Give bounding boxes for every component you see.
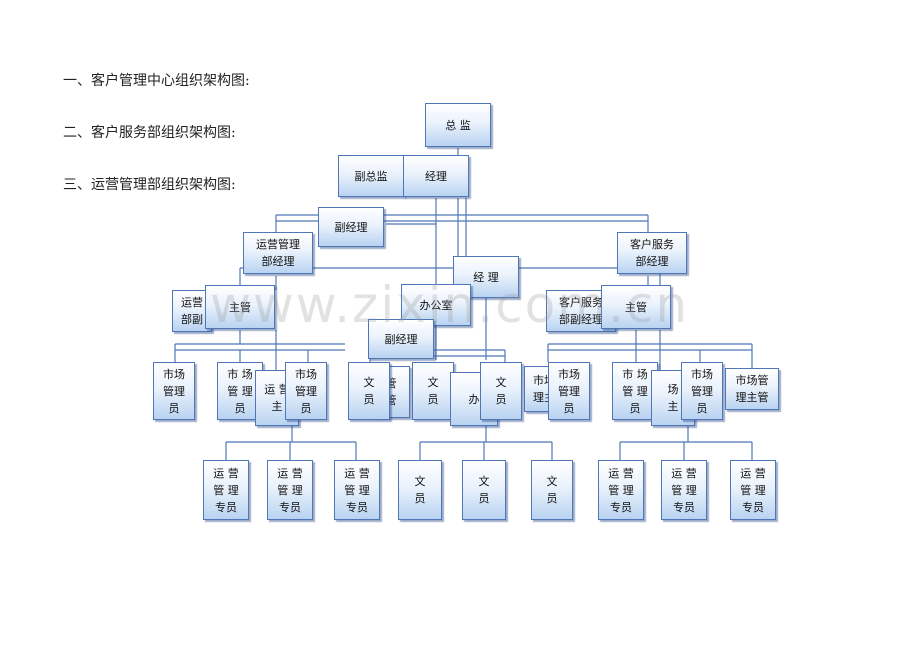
node-clerk-3: 文 员 (480, 362, 522, 420)
node-clerk-4: 文 员 (398, 460, 442, 520)
heading-customer-management-center: 一、客户管理中心组织架构图: (63, 73, 250, 89)
node-market-b1: 市场 管理 员 (548, 362, 590, 420)
node-cs-supervisor: 主管 (601, 285, 671, 329)
node-ops-manager: 运营管理 部经理 (243, 232, 313, 274)
node-market-a1: 市场 管理 员 (153, 362, 195, 420)
node-cs-manager: 客户服务 部经理 (617, 232, 687, 274)
node-clerk-2: 文 员 (412, 362, 454, 420)
node-market-b3: 市场 管理 员 (681, 362, 723, 420)
node-ops-staff-3: 运 营 管 理 专员 (334, 460, 380, 520)
heading-operations-dept: 三、运营管理部组织架构图: (63, 177, 236, 193)
node-deputy-manager-top: 副经理 (318, 207, 384, 247)
heading-customer-service-dept: 二、客户服务部组织架构图: (63, 125, 236, 141)
node-clerk-6: 文 员 (531, 460, 573, 520)
node-deputy-director: 副总监 (338, 155, 404, 197)
node-ops-staff-2: 运 营 管 理 专员 (267, 460, 313, 520)
node-ops-staff-1: 运 营 管 理 专员 (203, 460, 249, 520)
node-clerk-1: 文 员 (348, 362, 390, 420)
node-ops-supervisor: 主管 (205, 285, 275, 329)
node-director: 总 监 (425, 103, 491, 147)
node-cs-staff-2: 运 营 管 理 专员 (661, 460, 707, 520)
node-cs-staff-3: 运 营 管 理 专员 (730, 460, 776, 520)
node-manager-top: 经理 (403, 155, 469, 197)
node-office: 办公室 (401, 284, 471, 326)
node-office-deputy: 副经理 (368, 319, 434, 359)
node-clerk-5: 文 员 (462, 460, 506, 520)
node-market-supervisor: 市场管 理主管 (725, 368, 779, 410)
node-cs-staff-1: 运 营 管 理 专员 (598, 460, 644, 520)
node-market-a3: 市场 管理 员 (285, 362, 327, 420)
